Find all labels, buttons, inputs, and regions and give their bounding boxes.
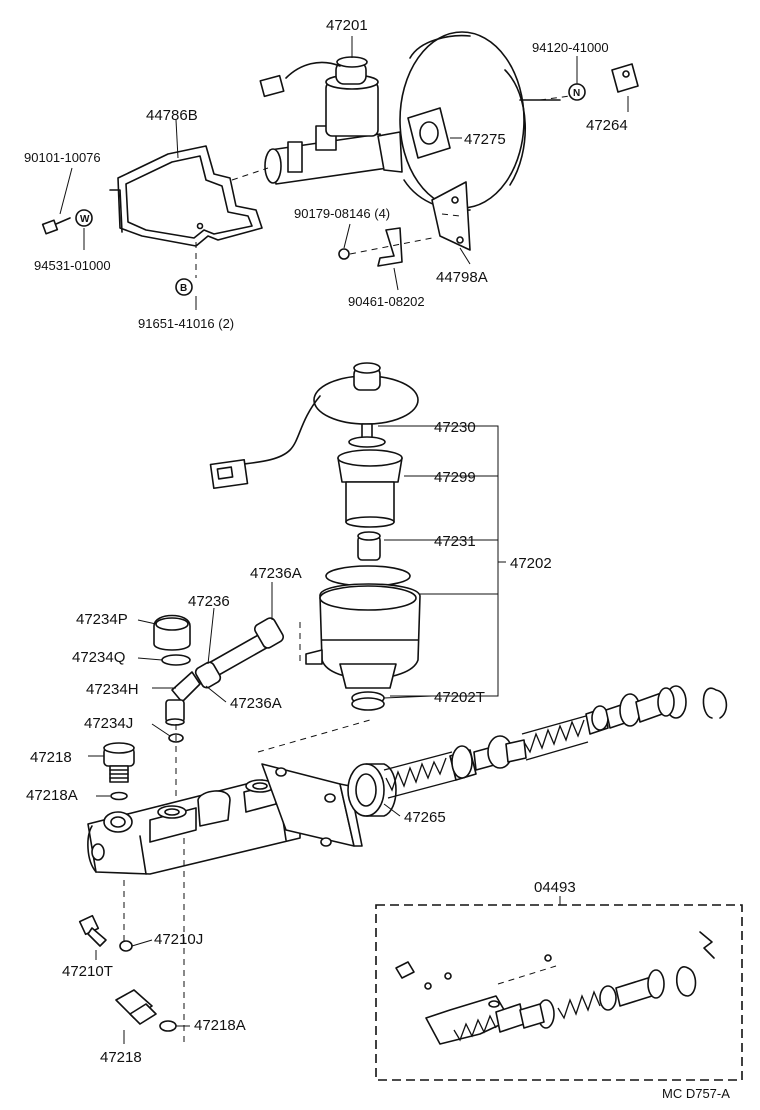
label-47218a-bot: 47218A bbox=[194, 1017, 246, 1034]
gasket-47218a-bot bbox=[159, 1020, 177, 1032]
hose-47236 bbox=[194, 617, 284, 689]
label-47236a-top: 47236A bbox=[250, 565, 302, 582]
bracket-44786b bbox=[109, 145, 263, 247]
label-47234q: 47234Q bbox=[72, 649, 125, 666]
reservoir-body bbox=[305, 565, 421, 689]
marker-n: N bbox=[568, 83, 586, 101]
float-stem bbox=[348, 423, 386, 448]
label-47264: 47264 bbox=[586, 117, 628, 134]
label-47218-top: 47218 bbox=[30, 749, 72, 766]
label-47218-bot: 47218 bbox=[100, 1049, 142, 1066]
piston-assembly bbox=[383, 685, 687, 799]
label-47236a-bot: 47236A bbox=[230, 695, 282, 712]
bleeder-47210t bbox=[78, 914, 107, 947]
label-47218a-top: 47218A bbox=[26, 787, 78, 804]
label-47299: 47299 bbox=[434, 469, 476, 486]
label-94531-01000: 94531-01000 bbox=[34, 258, 111, 273]
reservoir-cap bbox=[209, 362, 419, 490]
label-47201: 47201 bbox=[326, 17, 368, 34]
label-90101-10076: 90101-10076 bbox=[24, 150, 101, 165]
label-47230: 47230 bbox=[434, 419, 476, 436]
bracket-90461 bbox=[377, 227, 403, 267]
label-90179-08146: 90179-08146 (4) bbox=[294, 206, 390, 221]
cylinder-flange bbox=[261, 763, 363, 847]
strainer-47299 bbox=[337, 449, 403, 528]
master-cylinder-body bbox=[87, 779, 301, 875]
grommet-47231 bbox=[357, 531, 381, 561]
label-47202: 47202 bbox=[510, 555, 552, 572]
nut-90179 bbox=[338, 248, 350, 260]
clip-47264 bbox=[611, 63, 639, 93]
marker-w-text: W bbox=[80, 214, 90, 225]
label-47236: 47236 bbox=[188, 593, 230, 610]
label-04493: 04493 bbox=[534, 879, 576, 896]
label-47265: 47265 bbox=[404, 809, 446, 826]
seal-47265 bbox=[347, 763, 397, 817]
snap-ring bbox=[702, 687, 728, 719]
oring-47234j bbox=[168, 733, 184, 743]
gasket-47218a-top bbox=[110, 791, 128, 801]
label-47202t: 47202T bbox=[434, 689, 485, 706]
label-47234h: 47234H bbox=[86, 681, 139, 698]
marker-n-text: N bbox=[573, 88, 580, 99]
booster-gasket bbox=[407, 107, 451, 159]
kit-04493 bbox=[375, 896, 743, 1081]
footer-code: MC D757-A bbox=[662, 1086, 730, 1101]
label-90461-08202: 90461-08202 bbox=[348, 294, 425, 309]
marker-b: B bbox=[175, 278, 193, 296]
plug-47218-bot bbox=[115, 989, 157, 1025]
clip-47234q bbox=[161, 654, 191, 666]
grommet-47202t bbox=[351, 691, 385, 711]
label-47234p: 47234P bbox=[76, 611, 128, 628]
label-47210j: 47210J bbox=[154, 931, 203, 948]
label-47234j: 47234J bbox=[84, 715, 133, 732]
label-94120-41000: 94120-41000 bbox=[532, 40, 609, 55]
plug-47218-top bbox=[103, 742, 135, 783]
label-91651-41016: 91651-41016 (2) bbox=[138, 316, 234, 331]
union-47234h bbox=[165, 671, 201, 726]
bolt-90101 bbox=[41, 217, 71, 235]
marker-b-text: B bbox=[180, 283, 187, 294]
cap-47210j bbox=[119, 940, 133, 952]
marker-w: W bbox=[75, 209, 93, 227]
cap-47234p bbox=[153, 614, 191, 651]
label-47210t: 47210T bbox=[62, 963, 113, 980]
label-44798a: 44798A bbox=[436, 269, 488, 286]
reservoir-top bbox=[259, 56, 379, 137]
label-47275: 47275 bbox=[464, 131, 506, 148]
bracket-44798a bbox=[431, 181, 471, 251]
master-cylinder-top bbox=[264, 125, 403, 185]
label-47231: 47231 bbox=[434, 533, 476, 550]
label-44786b: 44786B bbox=[146, 107, 198, 124]
